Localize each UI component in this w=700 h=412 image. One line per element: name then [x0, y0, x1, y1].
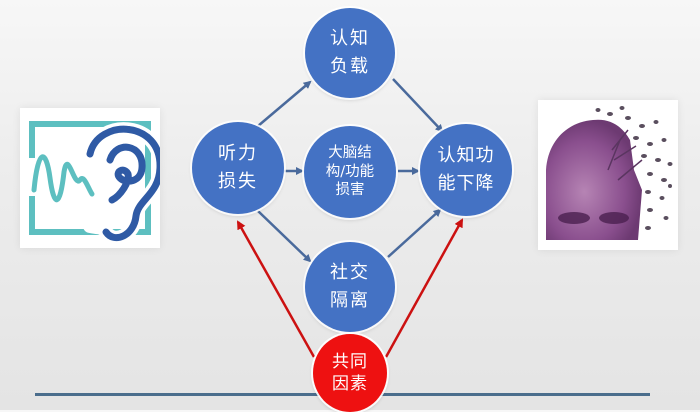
- arrow-common-to-decline: [384, 218, 464, 358]
- node-label-line: 社交: [330, 262, 370, 284]
- arrow-hearing-to-load: [257, 80, 312, 127]
- arrow-hearing-to-social: [257, 210, 312, 263]
- dissolving-head-dementia-image: [546, 106, 673, 240]
- baseline-divider-right: [387, 393, 650, 396]
- node-label-line: 认知: [330, 28, 370, 50]
- node-common-factors: 共同 因素: [313, 334, 387, 412]
- node-label-line: 听力: [218, 143, 258, 165]
- baseline-divider: [35, 393, 485, 396]
- node-label-line: 因素: [332, 374, 368, 394]
- arrow-social-to-decline: [387, 208, 442, 258]
- node-label-line: 损失: [218, 171, 258, 192]
- node-cognitive-load: 认知 负载: [305, 8, 395, 98]
- node-brain-damage: 大脑结 构/功能 损害: [304, 126, 396, 218]
- dementia-image: [538, 100, 678, 250]
- node-label-line: 构/功能: [325, 163, 375, 180]
- node-social-isolation: 社交 隔离: [305, 242, 395, 332]
- arrow-load-to-decline: [392, 78, 444, 133]
- ear-hearing-icon: [28, 121, 168, 245]
- node-label-line: 共同: [332, 351, 368, 372]
- node-label-line: 能下降: [437, 173, 495, 194]
- node-hearing-loss: 听力 损失: [192, 122, 284, 214]
- node-label-line: 负载: [330, 56, 370, 77]
- node-label-line: 大脑结: [328, 144, 372, 161]
- node-cognitive-decline: 认知功 能下降: [420, 124, 512, 216]
- node-label-line: 隔离: [330, 290, 370, 311]
- ear-image: [20, 108, 168, 248]
- node-label-line: 认知功: [437, 145, 495, 167]
- arrow-common-to-hearing: [236, 220, 316, 358]
- node-label-line: 损害: [335, 182, 365, 199]
